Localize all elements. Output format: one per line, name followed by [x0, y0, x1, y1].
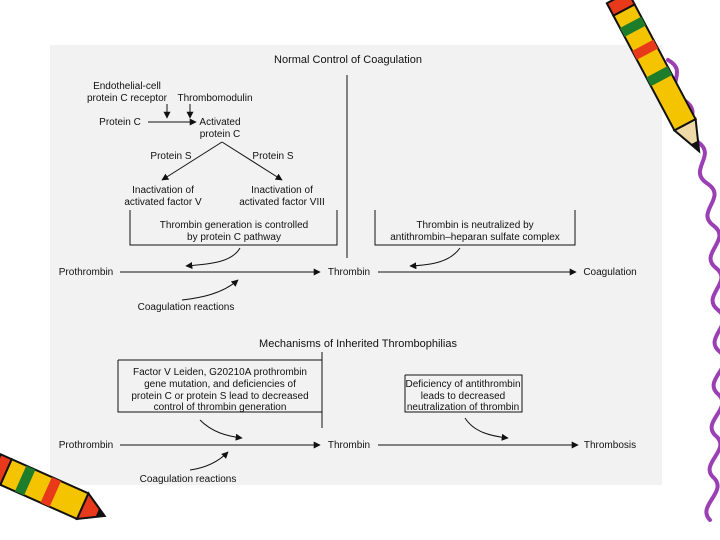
activated-protein-c-line1: Activated — [199, 117, 240, 128]
inactivation-v-line1: Inactivation of — [132, 185, 194, 196]
factor-v-curve-arrow — [199, 419, 243, 441]
protein-s-left-label: Protein S — [150, 151, 191, 162]
receptor-label-line2: protein C receptor — [87, 93, 168, 104]
prothrombin-normal: Prothrombin — [59, 267, 113, 278]
branch-left — [161, 141, 223, 181]
thrombin-normal: Thrombin — [328, 267, 370, 278]
thrombosis-label: Thrombosis — [584, 440, 636, 451]
inactivation-viii-line2: activated factor VIII — [239, 197, 325, 208]
receptor-label-line1: Endothelial-cell — [93, 81, 161, 92]
antithrombin-curve-arrow — [464, 417, 509, 441]
factor-v-box — [117, 359, 322, 413]
factor-v-box-line4: control of thrombin generation — [154, 402, 287, 413]
pencil-icon — [605, 0, 701, 154]
factor-v-box-line1: Factor V Leiden, G20210A prothrombin — [133, 367, 307, 378]
activated-protein-c-line2: protein C — [200, 129, 241, 140]
controlled-curve-arrow — [185, 247, 241, 270]
normal-title: Normal Control of Coagulation — [274, 54, 422, 66]
coag-reactions-curve-arrow-2 — [189, 451, 229, 471]
thrombin-inherited: Thrombin — [328, 440, 370, 451]
controlled-box-line1: Thrombin generation is controlled — [160, 220, 308, 231]
inherited-title: Mechanisms of Inherited Thrombophilias — [259, 338, 457, 350]
protein-c-label: Protein C — [99, 117, 141, 128]
branch-right — [221, 141, 283, 181]
controlled-box-line2: by protein C pathway — [187, 232, 281, 243]
coag-reactions-normal: Coagulation reactions — [138, 302, 235, 313]
inactivation-viii-line1: Inactivation of — [251, 185, 313, 196]
factor-v-box-line3: protein C or protein S lead to decreased — [131, 391, 308, 402]
protein-s-right-label: Protein S — [252, 151, 293, 162]
coag-reactions-curve-arrow — [181, 279, 239, 301]
coagulation-label: Coagulation — [583, 267, 636, 278]
neutralized-box-line1: Thrombin is neutralized by — [416, 220, 533, 231]
antithrombin-box-line2: leads to decreased — [421, 391, 506, 402]
controlled-box — [129, 210, 338, 246]
neutralized-curve-arrow — [409, 247, 461, 270]
neutralized-box — [374, 210, 576, 246]
antithrombin-box-line3: neutralization of thrombin — [407, 402, 519, 413]
factor-v-box-line2: gene mutation, and deficiencies of — [144, 379, 296, 390]
antithrombin-box-line1: Deficiency of antithrombin — [405, 379, 520, 390]
thrombomodulin-label: Thrombomodulin — [177, 93, 252, 104]
prothrombin-inherited: Prothrombin — [59, 440, 113, 451]
pencil-icon — [0, 453, 107, 521]
coag-reactions-inherited: Coagulation reactions — [140, 474, 237, 485]
inactivation-v-line2: activated factor V — [124, 197, 202, 208]
neutralized-box-line2: antithrombin–heparan sulfate complex — [390, 232, 560, 243]
antithrombin-box — [404, 374, 523, 413]
